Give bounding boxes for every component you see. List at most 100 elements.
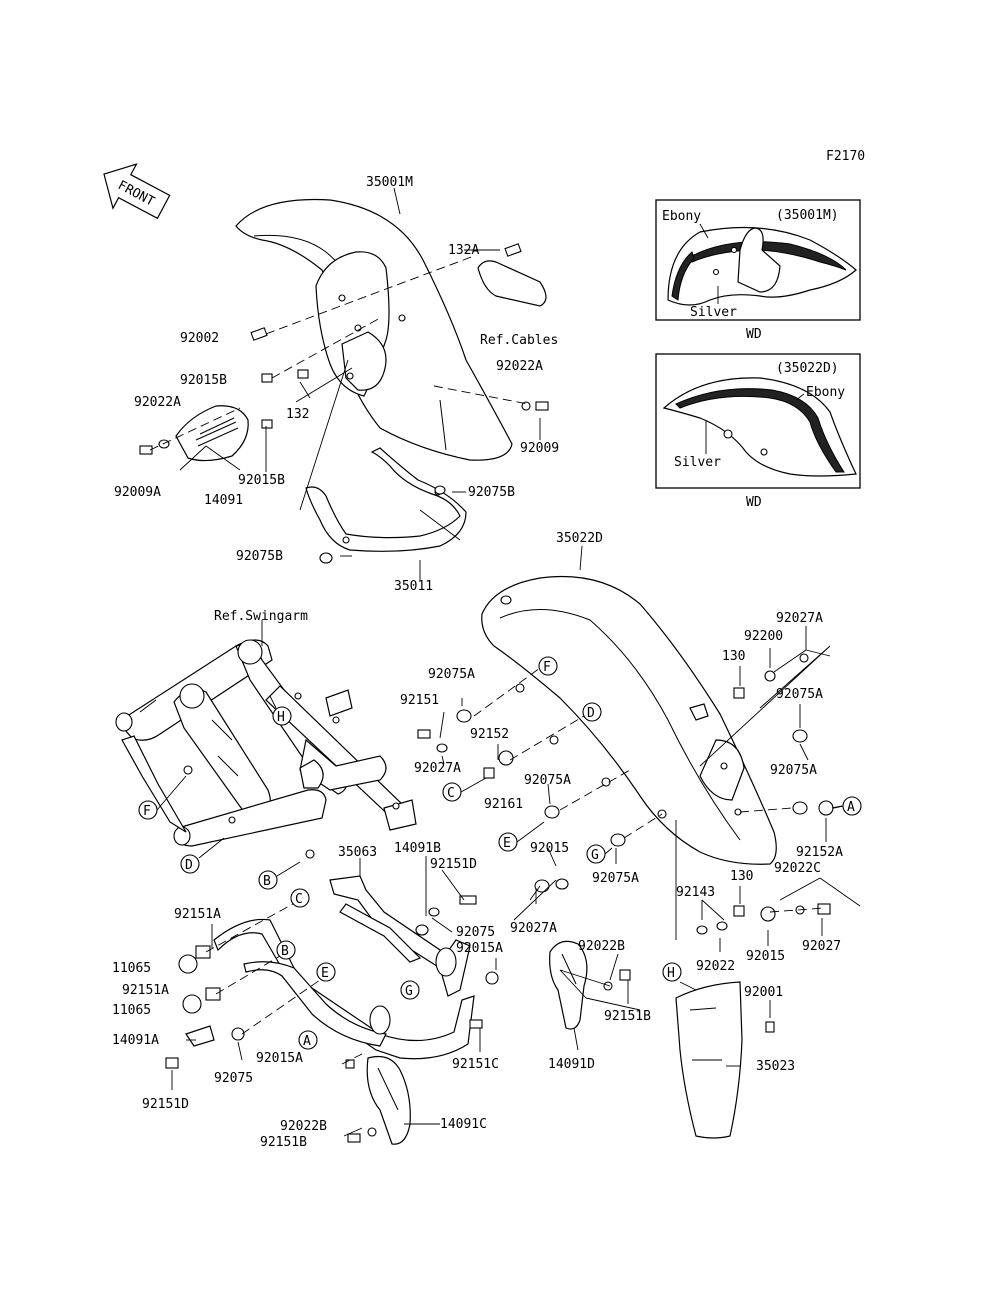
part-labels: 35001M 132A 92002 Ref.Cables 92022A 9201… <box>112 175 843 1150</box>
inset-front-caption: WD <box>746 327 762 342</box>
label-92152A: 92152A <box>796 845 843 860</box>
svg-text:E: E <box>321 966 329 981</box>
callout-B-swingarm: B <box>258 870 278 890</box>
callout-A-bracket: A <box>298 1030 318 1050</box>
svg-text:A: A <box>303 1034 311 1049</box>
callout-markers: F D C E G A H F D B C B E G A H <box>138 656 862 1050</box>
label-14091B: 14091B <box>394 841 441 856</box>
svg-text:B: B <box>263 874 271 889</box>
label-132: 132 <box>286 407 309 422</box>
label-92151D-b: 92151D <box>142 1097 189 1112</box>
fender-brace-35011 <box>305 447 467 552</box>
label-132A: 132A <box>448 243 479 258</box>
label-ref-cables: Ref.Cables <box>480 333 558 348</box>
label-92002: 92002 <box>180 331 219 346</box>
label-92143: 92143 <box>676 885 715 900</box>
callout-H-shield: H <box>662 962 682 982</box>
label-92015B-b: 92015B <box>238 473 285 488</box>
callout-C-rear: C <box>442 782 462 802</box>
label-11065-a: 11065 <box>112 961 151 976</box>
rear-fender-leaders <box>439 545 861 952</box>
label-92075A-b: 92075A <box>428 667 475 682</box>
label-14091A: 14091A <box>112 1033 159 1048</box>
cover-14091D <box>549 940 588 1030</box>
label-92009: 92009 <box>520 441 559 456</box>
label-92161: 92161 <box>484 797 523 812</box>
label-35001M: 35001M <box>366 175 413 190</box>
label-92027A-c: 92027A <box>510 921 557 936</box>
lower-hardware <box>165 878 775 1143</box>
svg-text:H: H <box>277 710 285 725</box>
inset-rear-color-top: Ebony <box>806 385 845 400</box>
svg-text:F: F <box>143 804 151 819</box>
inset-rear-caption: WD <box>746 495 762 510</box>
label-92075-a: 92075 <box>214 1071 253 1086</box>
label-92015A-a: 92015A <box>456 941 503 956</box>
label-92022: 92022 <box>696 959 735 974</box>
svg-text:A: A <box>847 800 855 815</box>
label-92022B-b: 92022B <box>280 1119 327 1134</box>
callout-E-rear: E <box>498 832 518 852</box>
callout-G-bracket: G <box>400 980 420 1000</box>
label-92001: 92001 <box>744 985 783 1000</box>
label-92151B-b: 92151B <box>260 1135 307 1150</box>
label-92152: 92152 <box>470 727 509 742</box>
label-130-a: 130 <box>722 649 745 664</box>
label-92075-b: 92075 <box>456 925 495 940</box>
callout-B-bracket: B <box>276 940 296 960</box>
label-92075B-a: 92075B <box>468 485 515 500</box>
label-14091D: 14091D <box>548 1057 595 1072</box>
inset-front-fender: (35001M) Ebony Silver WD <box>655 199 861 342</box>
front-fender-hardware <box>139 243 549 564</box>
svg-text:C: C <box>295 892 303 907</box>
front-direction-arrow: FRONT <box>103 163 171 220</box>
lower-bracket-35063 <box>213 875 475 1060</box>
svg-text:D: D <box>185 858 193 873</box>
callout-H-swingarm: H <box>272 706 292 726</box>
svg-text:C: C <box>447 786 455 801</box>
label-92151A-b: 92151A <box>122 983 169 998</box>
rear-fender-hardware <box>417 653 834 935</box>
svg-text:B: B <box>281 944 289 959</box>
label-92027: 92027 <box>802 939 841 954</box>
label-92200: 92200 <box>744 629 783 644</box>
label-92075B-b: 92075B <box>236 549 283 564</box>
label-92075A-c: 92075A <box>524 773 571 788</box>
callout-E-bracket: E <box>316 962 336 982</box>
label-92075A-d: 92075A <box>770 763 817 778</box>
swingarm-ref <box>115 620 417 859</box>
svg-text:H: H <box>667 966 675 981</box>
callout-C-bracket: C <box>290 888 310 908</box>
svg-text:F: F <box>543 660 551 675</box>
lower-leaders <box>171 856 771 1137</box>
inset-front-color-top: Ebony <box>662 209 701 224</box>
label-92027A-a: 92027A <box>776 611 823 626</box>
label-35011: 35011 <box>394 579 433 594</box>
fork-cover-14091 <box>175 405 249 462</box>
rear-fender-35022D <box>481 575 777 865</box>
label-ref-swingarm: Ref.Swingarm <box>214 609 308 624</box>
label-92022B-a: 92022B <box>578 939 625 954</box>
label-92009A: 92009A <box>114 485 161 500</box>
front-fender-35001M <box>235 198 513 461</box>
label-92022A-b: 92022A <box>134 395 181 410</box>
label-92151D-a: 92151D <box>430 857 477 872</box>
label-92151: 92151 <box>400 693 439 708</box>
label-92151C: 92151C <box>452 1057 499 1072</box>
label-92027A-b: 92027A <box>414 761 461 776</box>
figure-code: F2170 <box>826 149 865 164</box>
inset-rear-title: (35022D) <box>776 361 839 376</box>
label-92075A-e: 92075A <box>592 871 639 886</box>
label-14091C: 14091C <box>440 1117 487 1132</box>
label-11065-b: 11065 <box>112 1003 151 1018</box>
label-92015-b: 92015 <box>746 949 785 964</box>
inset-rear-color-bottom: Silver <box>674 455 721 470</box>
inset-front-title: (35001M) <box>776 208 839 223</box>
svg-text:D: D <box>587 706 595 721</box>
label-92075A-a: 92075A <box>776 687 823 702</box>
label-14091: 14091 <box>204 493 243 508</box>
label-130-b: 130 <box>730 869 753 884</box>
inset-front-color-bottom: Silver <box>690 305 737 320</box>
label-92015B-a: 92015B <box>180 373 227 388</box>
label-35063: 35063 <box>338 845 377 860</box>
